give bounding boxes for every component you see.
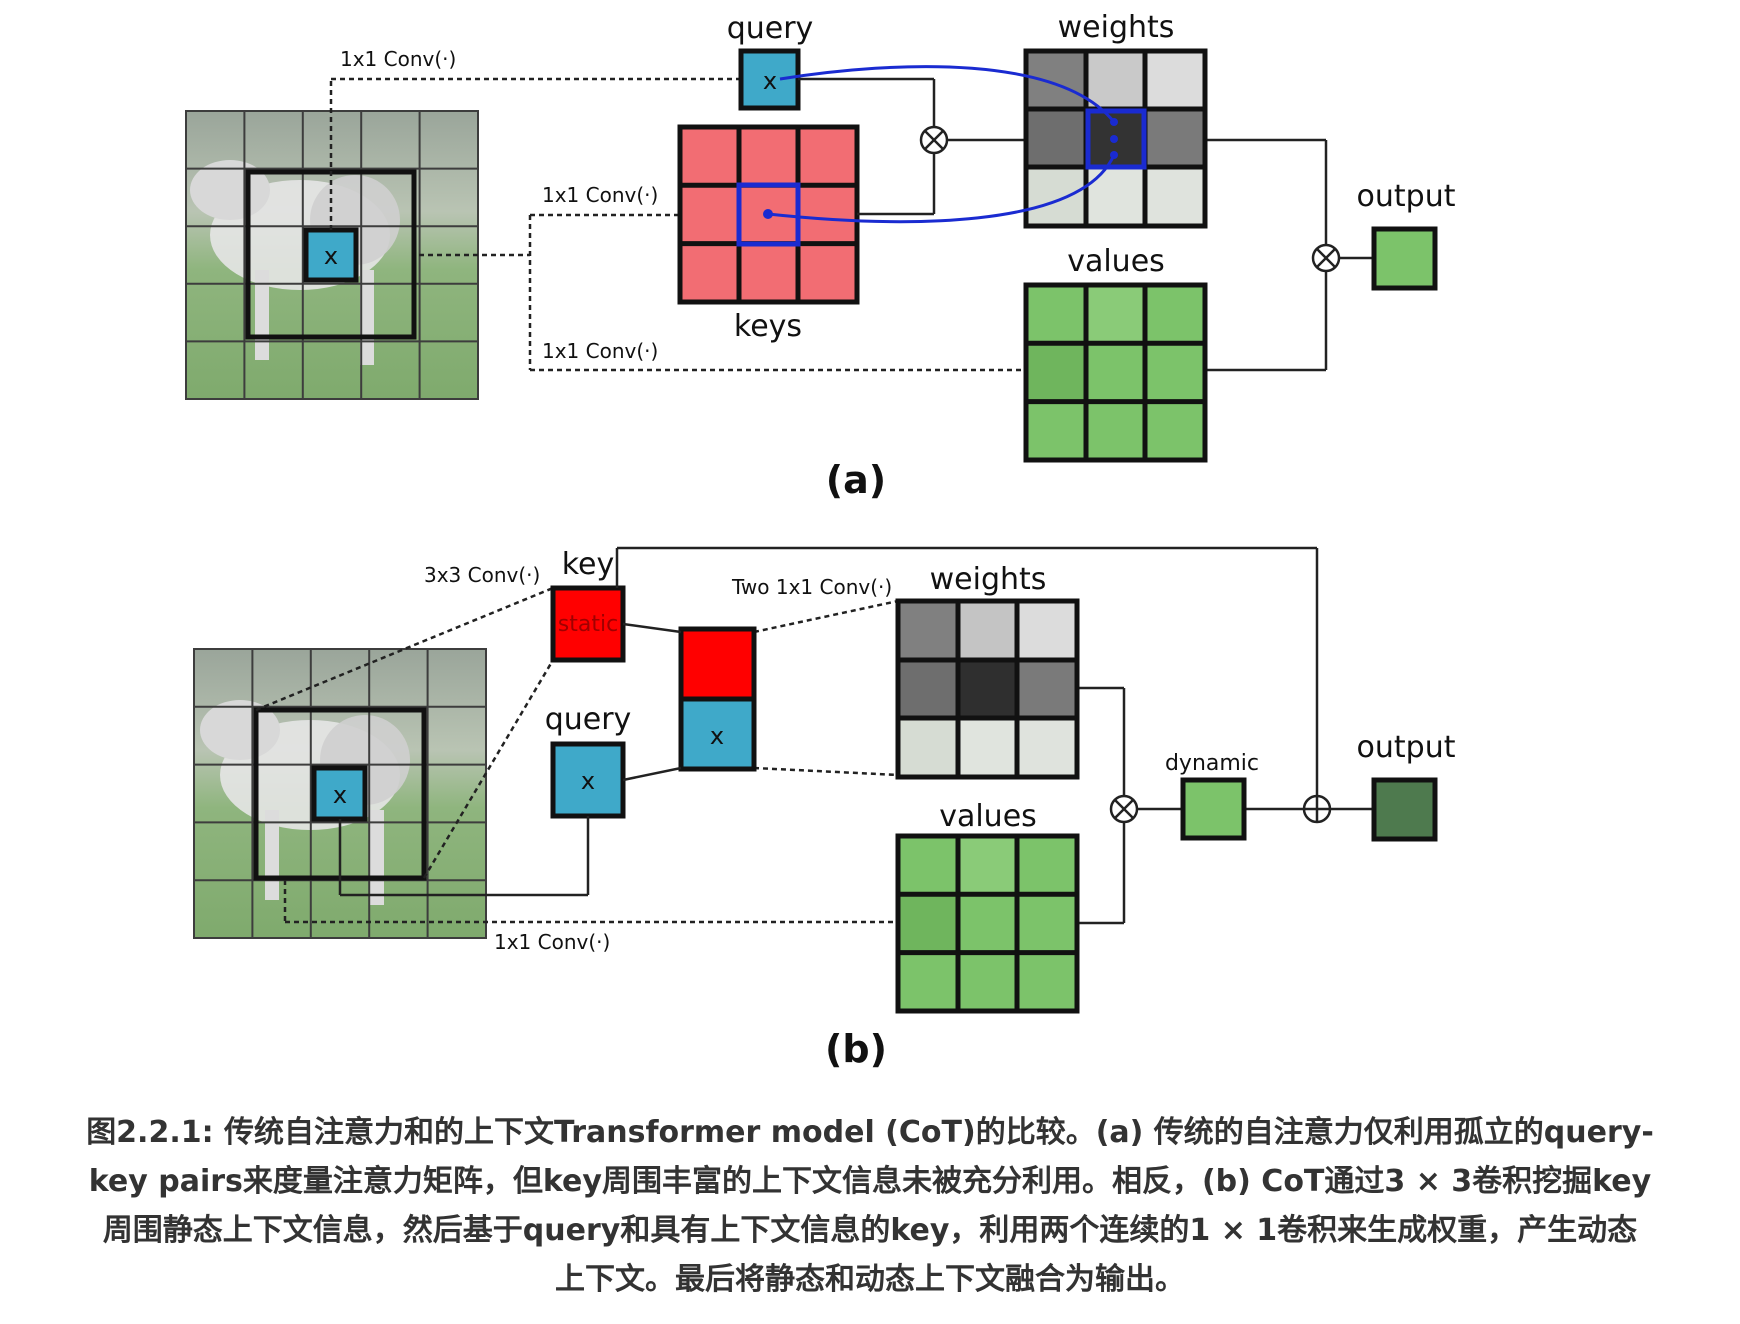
attention-curves-a: [767, 65, 1116, 224]
conv-top-label-a: 1x1 Conv(·): [340, 47, 456, 71]
weights-grid-b: [895, 598, 1080, 780]
caption-line-2: key pairs来度量注意力矩阵，但key周围丰富的上下文信息未被充分利用。相…: [88, 1164, 1652, 1199]
static-label-b: static: [558, 612, 618, 637]
solid-links-a: [798, 77, 1374, 372]
stack-x-b: x: [710, 722, 724, 750]
dashed-links-a: [329, 77, 1026, 372]
weights-label-b: weights: [930, 562, 1047, 597]
panel-b-label: (b): [825, 1027, 887, 1071]
conv-two-label-b: Two 1x1 Conv(·): [731, 575, 892, 599]
caption-line-3: 周围静态上下文信息，然后基于query和具有上下文信息的key，利用两个连续的1…: [102, 1213, 1638, 1248]
values-grid-a: [1023, 282, 1208, 463]
query-x-b: x: [581, 767, 595, 795]
center-cell-x-b: x: [333, 781, 347, 809]
output-label-b: output: [1357, 730, 1456, 765]
stacked-key-b: [678, 626, 757, 702]
conv-bottom-label-b: 1x1 Conv(·): [494, 930, 610, 954]
values-grid-b: [895, 833, 1080, 1014]
multiply-node-a2: [1311, 243, 1341, 273]
query-x-a: x: [763, 67, 777, 95]
conv-mid-label-a: 1x1 Conv(·): [542, 183, 658, 207]
multiply-node-b: [1109, 794, 1139, 824]
input-image-b: x: [193, 648, 487, 939]
output-label-a: output: [1357, 179, 1456, 214]
panel-b: x 3x3 Conv(·) Two 1x1 Conv(·) 1x1 Conv(·…: [193, 546, 1456, 1071]
add-node-b: [1302, 794, 1332, 824]
dynamic-box-b: [1180, 777, 1247, 841]
values-label-b: values: [939, 799, 1037, 834]
conv-bottom-label-a: 1x1 Conv(·): [542, 339, 658, 363]
dynamic-label-b: dynamic: [1165, 751, 1259, 776]
cot-comparison-diagram: x 1x1 Conv(·) 1x1 Conv(·) 1x1 Conv(·) qu…: [185, 10, 1456, 1071]
key-label-b: key: [562, 547, 615, 582]
multiply-node-a1: [919, 125, 949, 155]
panel-a: x 1x1 Conv(·) 1x1 Conv(·) 1x1 Conv(·) qu…: [185, 10, 1456, 502]
query-label-a: query: [727, 11, 814, 46]
weights-label-a: weights: [1058, 10, 1175, 45]
center-cell-a: [303, 227, 359, 283]
caption-line-4: 上下文。最后将静态和动态上下文融合为输出。: [555, 1262, 1185, 1297]
output-box-b: [1371, 777, 1438, 842]
query-box-a: [738, 48, 801, 111]
conv-3x3-label-b: 3x3 Conv(·): [424, 563, 540, 587]
figure-caption: 图2.2.1: 传统自注意力和的上下文Transformer model (Co…: [80, 1108, 1660, 1304]
center-cell-x-a: x: [324, 242, 338, 270]
panel-a-label: (a): [826, 458, 886, 502]
stacked-query-b: [678, 696, 757, 772]
output-box-a: [1371, 226, 1438, 291]
query-label-b: query: [545, 702, 632, 737]
values-label-a: values: [1067, 244, 1165, 279]
weights-grid-a: [1023, 48, 1208, 229]
key-static-box-b: [550, 585, 626, 663]
caption-line-1: 图2.2.1: 传统自注意力和的上下文Transformer model (Co…: [86, 1115, 1654, 1150]
keys-label-a: keys: [734, 309, 802, 344]
dashed-links-b: [255, 586, 899, 924]
solid-links-b: [338, 546, 1374, 925]
